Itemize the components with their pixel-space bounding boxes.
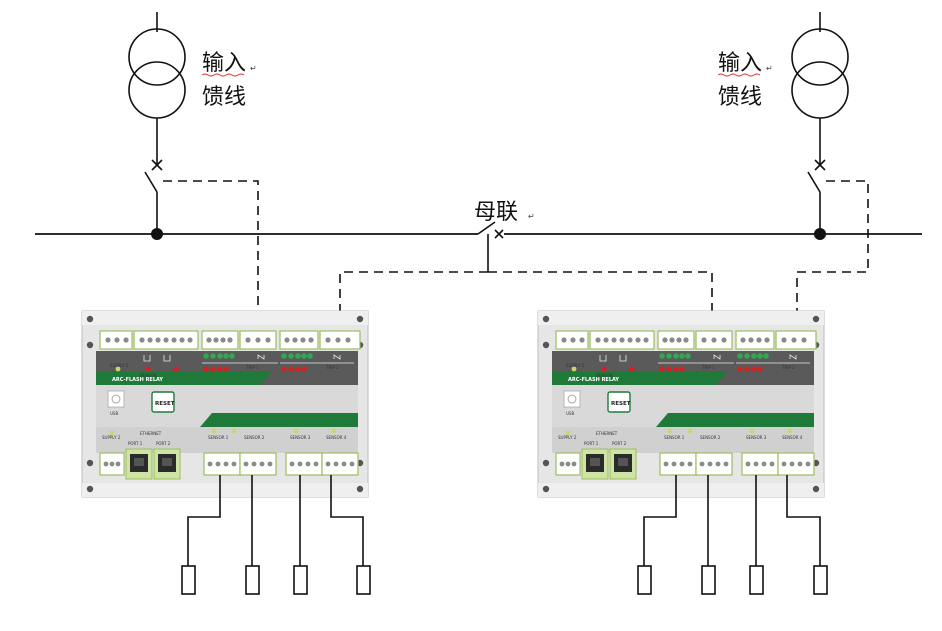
- bus-coupler-label: 母联: [474, 200, 518, 225]
- right-feeder-label-line2: 馈线: [718, 85, 762, 110]
- spellcheck-underline: [717, 73, 761, 77]
- usb-label: USB: [566, 411, 574, 416]
- sensor1-label: SENSOR 1: [208, 435, 229, 440]
- trip1-label: TRIP 1: [245, 365, 259, 370]
- usb-label: USB: [110, 411, 118, 416]
- label-mark: ↵: [528, 212, 535, 221]
- right-feeder-trip-wire: [796, 180, 869, 328]
- arc-sensor-7: [749, 565, 764, 595]
- right-feeder-label-line1: 输入: [718, 51, 762, 76]
- arc-sensor-2: [245, 565, 260, 595]
- bus-junction-left: [151, 228, 163, 240]
- reset-button[interactable]: RESET: [155, 401, 175, 407]
- bus-junction-right: [814, 228, 826, 240]
- sensor4-label: SENSOR 4: [326, 435, 347, 440]
- left-feeder-trip-wire: [163, 180, 259, 328]
- ethernet-label: ETHERNET: [596, 431, 618, 436]
- right-incoming-feeder: [791, 12, 849, 240]
- left-arc-flash-relay: ARC-FLASH RELAY RESET SUPPLY 1 SENSOR TR…: [81, 310, 369, 498]
- sensor-label: SENSOR: [140, 373, 157, 378]
- spellcheck-underline: [201, 73, 245, 77]
- arc-sensor-8: [813, 565, 828, 595]
- arc-sensor-1: [181, 565, 196, 595]
- arc-sensor-4: [356, 565, 371, 595]
- bus-coupler-breaker: [477, 221, 504, 239]
- label-mark: ↵: [250, 64, 257, 73]
- sensor-label: SENSOR: [596, 373, 613, 378]
- left-incoming-feeder: [128, 12, 186, 240]
- sensor3-label: SENSOR 3: [746, 435, 767, 440]
- transformer-winding-top: [128, 28, 186, 86]
- arc-sensor-6: [701, 565, 716, 595]
- trip2-label: TRIP 2: [325, 365, 339, 370]
- left-feeder-label-line2: 馈线: [202, 85, 246, 110]
- port2-label: PORT 2: [156, 441, 171, 446]
- arc-sensor-3: [293, 565, 308, 595]
- supply1-label: SUPPLY 1: [110, 363, 129, 368]
- relay-title: ARC-FLASH RELAY: [112, 377, 163, 383]
- supply2-label: SUPPLY 2: [558, 435, 577, 440]
- relay-title: ARC-FLASH RELAY: [568, 377, 619, 383]
- sensor1-label: SENSOR 1: [664, 435, 685, 440]
- port2-label: PORT 2: [612, 441, 627, 446]
- sensor2-label: SENSOR 2: [244, 435, 265, 440]
- left-feeder-label-line1: 输入: [202, 51, 246, 76]
- sensor2-label: SENSOR 2: [700, 435, 721, 440]
- arc-sensor-5: [637, 565, 652, 595]
- left-sensor-wiring: [181, 475, 371, 595]
- supply1-label: SUPPLY 1: [566, 363, 585, 368]
- label-mark: ↵: [766, 64, 773, 73]
- right-arc-flash-relay: ARC-FLASH RELAY RESET SUPPLY 1 SENSOR TR…: [537, 310, 825, 498]
- coupler-trip-wire-left: [339, 271, 488, 328]
- transformer-winding-bottom: [128, 61, 186, 119]
- port1-label: PORT 1: [584, 441, 599, 446]
- right-sensor-wiring: [637, 475, 828, 595]
- ethernet-label: ETHERNET: [140, 431, 162, 436]
- port1-label: PORT 1: [128, 441, 143, 446]
- sensor4-label: SENSOR 4: [782, 435, 803, 440]
- transformer-winding-bottom: [791, 61, 849, 119]
- sensor3-label: SENSOR 3: [290, 435, 311, 440]
- transformer-winding-top: [791, 28, 849, 86]
- trip1-label: TRIP 1: [701, 365, 715, 370]
- reset-button[interactable]: RESET: [611, 401, 631, 407]
- supply2-label: SUPPLY 2: [102, 435, 121, 440]
- coupler-trip-wire-right: [488, 271, 713, 328]
- trip2-label: TRIP 2: [781, 365, 795, 370]
